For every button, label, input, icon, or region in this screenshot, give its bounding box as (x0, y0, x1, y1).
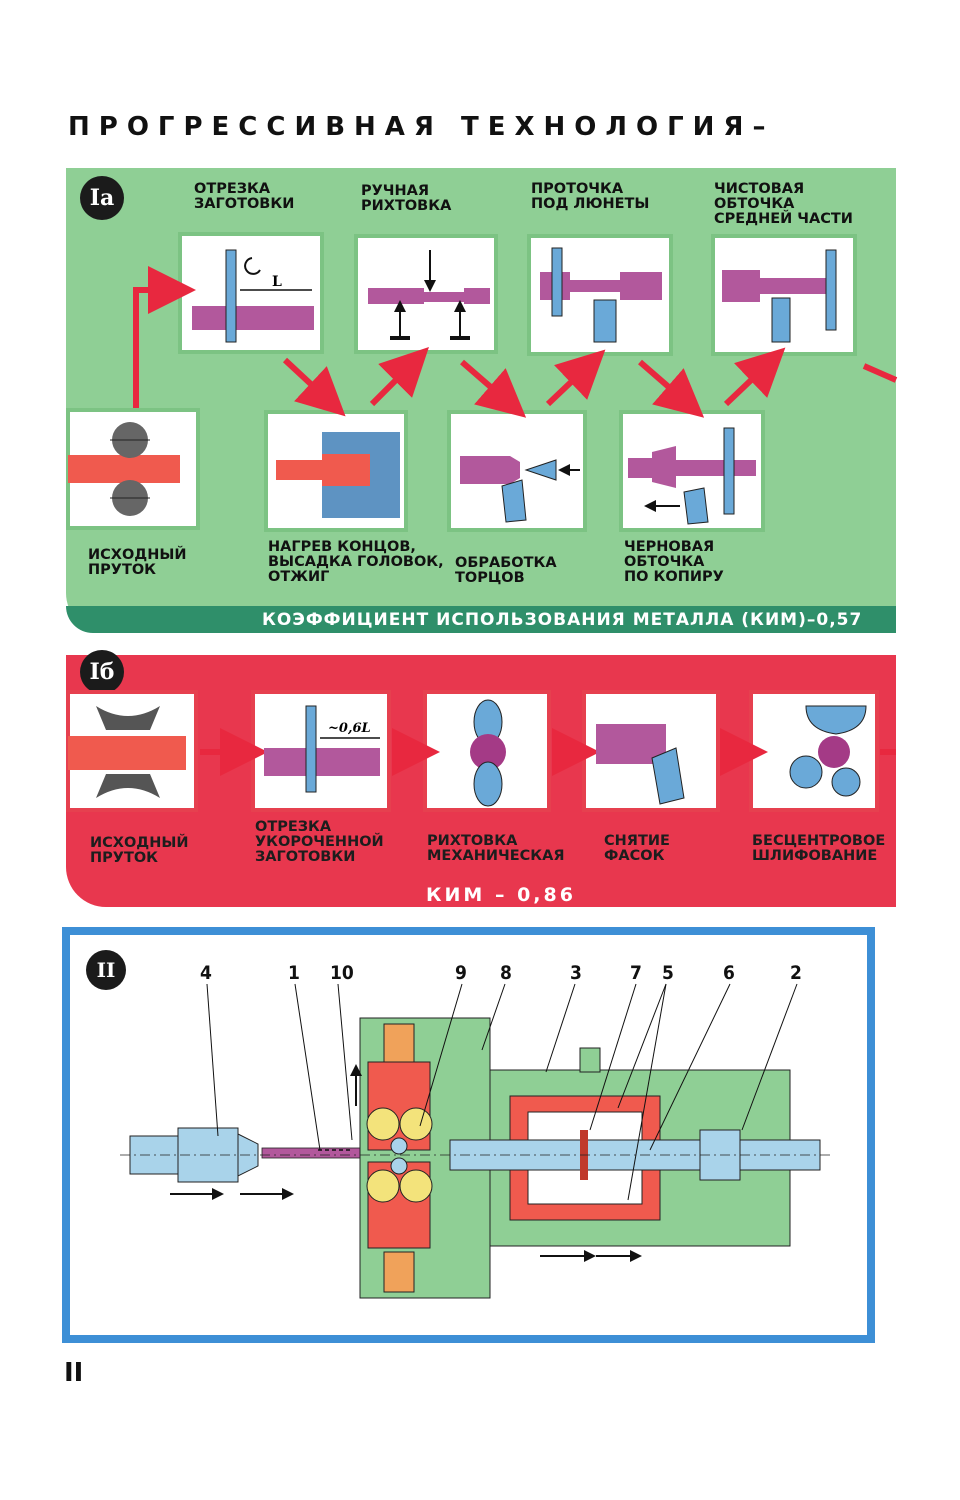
callout-5: 5 (662, 962, 674, 984)
callout-3: 3 (570, 962, 582, 984)
callout-8: 8 (500, 962, 512, 984)
callout-6: 6 (723, 962, 735, 984)
drawing-1b-short-cutoff: ~0,6L (264, 705, 380, 793)
flow-arrow-source-to-cutoff (133, 266, 196, 408)
drawing-1b-mech-straighten (470, 699, 506, 807)
label-finish-turning: ЧИСТОВАЯ ОБТОЧКА СРЕДНЕЙ ЧАСТИ (714, 181, 853, 227)
flow-arrow-face-to-steady (545, 349, 606, 407)
flow-arrow-heat-to-straighten (369, 347, 429, 407)
drawing-1b-source-bar (68, 706, 186, 798)
flow-arrow-steady-to-rough (638, 359, 705, 418)
drawing-1a-end-facing (460, 456, 580, 523)
panel-1a-kim-label: КОЭФФИЦИЕНТ ИСПОЛЬЗОВАНИЯ МЕТАЛЛА (КИМ)–… (262, 610, 863, 630)
drawing-1a-manual-straighten (368, 250, 490, 340)
flow-arrow-cutoff-to-heat (282, 357, 346, 417)
drawing-1a-heating (276, 432, 400, 518)
panel-2-badge: II (86, 950, 126, 990)
drawing-1a-steady-turning (540, 247, 662, 343)
callout-2: 2 (790, 962, 802, 984)
page-number: II (64, 1358, 84, 1388)
drawing-1a-source-bar (68, 422, 180, 516)
page-title: ПРОГРЕССИВНАЯ ТЕХНОЛОГИЯ– (68, 112, 775, 142)
label-steady-rest-turning: ПРОТОЧКА ПОД ЛЮНЕТЫ (531, 181, 650, 212)
label-1b-chamfering: СНЯТИЕ ФАСОК (604, 833, 670, 864)
callout-1: 1 (288, 962, 300, 984)
callout-9: 9 (455, 962, 467, 984)
label-1b-centerless-grinding: БЕСЦЕНТРОВОЕ ШЛИФОВАНИЕ (752, 833, 886, 864)
panel-1b-badge: Iб (80, 650, 124, 694)
callout-4: 4 (200, 962, 212, 984)
short-cutoff-dim-label: ~0,6L (328, 721, 371, 736)
flow-arrow-finish-continue (862, 363, 898, 383)
label-1b-source-bar: ИСХОДНЫЙ ПРУТОК (90, 835, 189, 866)
label-source-bar: ИСХОДНЫЙ ПРУТОК (88, 547, 187, 578)
callout-10: 10 (330, 962, 354, 984)
panel-1b-kim-label: КИМ – 0,86 (426, 884, 576, 906)
label-end-facing: ОБРАБОТКА ТОРЦОВ (455, 555, 557, 586)
cutoff-dim-L: L (272, 274, 282, 290)
label-1b-mech-straightening: РИХТОВКА МЕХАНИЧЕСКАЯ (427, 833, 565, 864)
callout-7: 7 (630, 962, 642, 984)
panel-1a-flow-arrows (133, 266, 898, 418)
drawing-1a-rough-turning (628, 427, 756, 525)
flow-arrow-rough-to-finish (723, 347, 786, 407)
label-1b-short-cutoff: ОТРЕЗКА УКОРОЧЕННОЙ ЗАГОТОВКИ (255, 819, 384, 865)
drawing-2-machine (120, 983, 830, 1299)
flow-arrow-straighten-to-face (460, 359, 527, 418)
drawing-1b-centerless-grinding (789, 705, 867, 797)
label-rough-copy-turning: ЧЕРНОВАЯ ОБТОЧКА ПО КОПИРУ (624, 539, 724, 585)
drawing-1b-chamfering (596, 724, 685, 805)
drawing-1a-cutoff: L (192, 249, 314, 343)
panel-1a-footer-bar (66, 606, 896, 633)
panel-1a-badge: Iа (80, 176, 124, 220)
label-cutoff: ОТРЕЗКА ЗАГОТОВКИ (194, 181, 295, 212)
label-heating-upsetting: НАГРЕВ КОНЦОВ, ВЫСАДКА ГОЛОВОК, ОТЖИГ (268, 539, 444, 585)
drawing-1a-finish-turning (722, 249, 837, 343)
label-manual-straightening: РУЧНАЯ РИХТОВКА (361, 183, 452, 214)
step-box-cutoff (178, 232, 324, 354)
